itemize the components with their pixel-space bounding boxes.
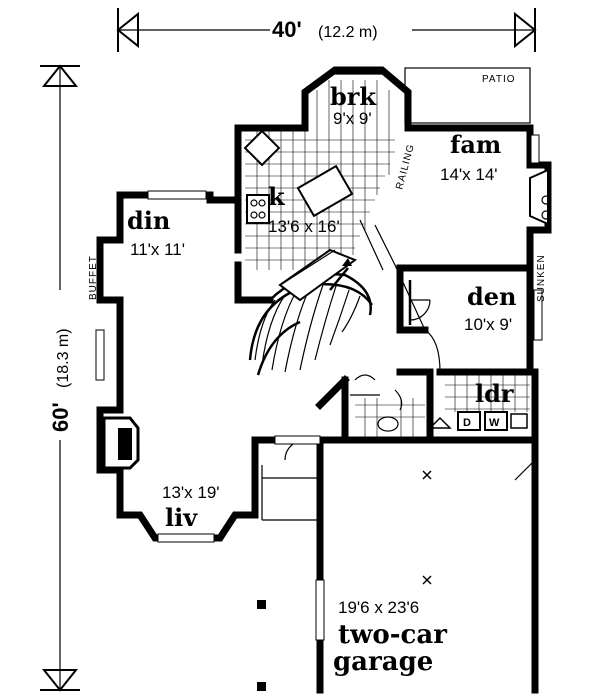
room-labels: brk 9'x 9' fam 14'x 14' k 13'6 x 16' din… <box>127 82 517 677</box>
right-arrow-icon <box>514 11 537 49</box>
breakfast-bay <box>301 66 412 132</box>
kitchen-cooktop <box>246 194 270 224</box>
up-arrow-icon <box>41 64 79 87</box>
width-ft-label: 40' <box>272 17 302 42</box>
railing <box>359 219 441 373</box>
depth-ft-label: 60' <box>48 402 73 432</box>
washer-label: W <box>489 417 500 429</box>
k-name: k <box>268 182 286 211</box>
width-m-label: (12.2 m) <box>318 24 378 41</box>
railing-label: RAILING <box>394 143 417 191</box>
laundry-floor-tiles <box>355 375 530 438</box>
den-size: 10'x 9' <box>464 315 512 334</box>
depth-m-label: (18.3 m) <box>55 328 72 388</box>
dryer <box>457 411 481 431</box>
garage-posts <box>257 459 536 691</box>
patio-label: PATIO <box>482 74 516 85</box>
kitchen-sink <box>243 129 281 167</box>
din-size: 11'x 11' <box>130 240 185 259</box>
family-fireplace <box>529 168 551 226</box>
garage-size: 19'6 x 23'6 <box>338 598 419 617</box>
down-arrow-icon <box>41 669 79 692</box>
liv-name: liv <box>165 503 198 532</box>
sunken-label: SUNKEN <box>536 254 547 302</box>
dryer-label: D <box>463 417 471 429</box>
garage-name-line2: garage <box>333 647 433 677</box>
front-door <box>274 435 321 461</box>
kitchen-island <box>296 164 354 218</box>
brk-name: brk <box>330 82 377 111</box>
walls <box>96 124 552 694</box>
fam-size: 14'x 14' <box>440 165 498 184</box>
left-arrow-icon <box>116 11 139 49</box>
washer <box>484 411 508 431</box>
k-size: 13'6 x 16' <box>268 217 340 236</box>
curved-staircase <box>248 248 374 376</box>
laundry-appliances: D W <box>428 411 528 431</box>
din-name: din <box>127 206 170 235</box>
laundry-sink <box>510 413 528 429</box>
buffet-label: BUFFET <box>88 255 99 300</box>
foyer-closet <box>350 374 403 432</box>
depth-dimension: 60' (18.3 m) <box>40 64 80 692</box>
garage-name-line1: two-car <box>338 620 447 650</box>
windows <box>95 134 543 641</box>
ldr-name: ldr <box>475 379 514 408</box>
fam-name: fam <box>450 130 501 159</box>
front-walk <box>261 465 320 521</box>
width-dimension: 40' (12.2 m) <box>116 8 537 52</box>
brk-size: 9'x 9' <box>333 109 372 128</box>
den-name: den <box>467 282 517 311</box>
liv-size: 13'x 19' <box>162 483 220 502</box>
fireplace <box>102 416 140 470</box>
den-door <box>408 280 431 325</box>
